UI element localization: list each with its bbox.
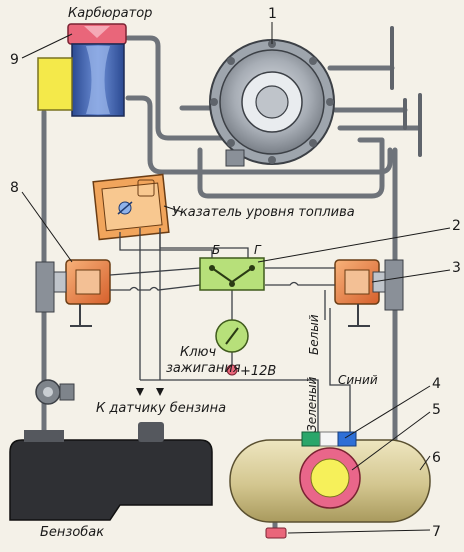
gas-tank bbox=[9, 379, 213, 521]
callout-9: 9 bbox=[10, 52, 19, 68]
callout-4: 4 bbox=[432, 376, 441, 392]
callout-5: 5 bbox=[432, 402, 441, 418]
ignition-key-label: Ключ bbox=[180, 345, 216, 360]
wires bbox=[109, 228, 351, 437]
white-wire-label: Белый bbox=[307, 314, 321, 355]
pipe-carb-reducer bbox=[125, 35, 238, 141]
ignition-key bbox=[215, 319, 249, 376]
blue-wire-label: Синий bbox=[338, 373, 378, 387]
callout-7: 7 bbox=[432, 524, 441, 540]
left-solenoid-valve bbox=[35, 259, 111, 327]
t-handles bbox=[390, 26, 422, 157]
gas-cylinder bbox=[229, 431, 431, 539]
callout-6: 6 bbox=[432, 450, 441, 466]
callout-3: 3 bbox=[452, 260, 461, 276]
right-solenoid-valve bbox=[334, 259, 404, 327]
gas-reducer bbox=[209, 39, 335, 167]
carburetor-label: Карбюратор bbox=[68, 6, 152, 21]
switch-g-label: Г bbox=[254, 243, 262, 257]
switch-b-label: Б bbox=[212, 243, 220, 257]
carburetor bbox=[37, 23, 127, 117]
to-sensor-label: К датчику бензина bbox=[96, 401, 226, 416]
leader-lines bbox=[21, 22, 451, 534]
changeover-switch bbox=[199, 257, 265, 291]
green-wire-label: Зеленый bbox=[305, 377, 319, 432]
plus12-label: +12В bbox=[240, 364, 276, 379]
callout-2: 2 bbox=[452, 218, 461, 234]
fuel-gauge bbox=[92, 173, 170, 241]
sensor-arrows bbox=[136, 388, 164, 396]
fuel-gauge-label: Указатель уровня топлива bbox=[172, 205, 355, 220]
callout-8: 8 bbox=[10, 180, 19, 196]
pipe-lower-loop bbox=[197, 137, 385, 199]
ignition-key-label2: зажигания bbox=[166, 361, 241, 376]
pipe-reducer-loop bbox=[125, 95, 393, 175]
callout-1: 1 bbox=[268, 6, 277, 22]
gas-tank-label: Бензобак bbox=[40, 525, 104, 540]
